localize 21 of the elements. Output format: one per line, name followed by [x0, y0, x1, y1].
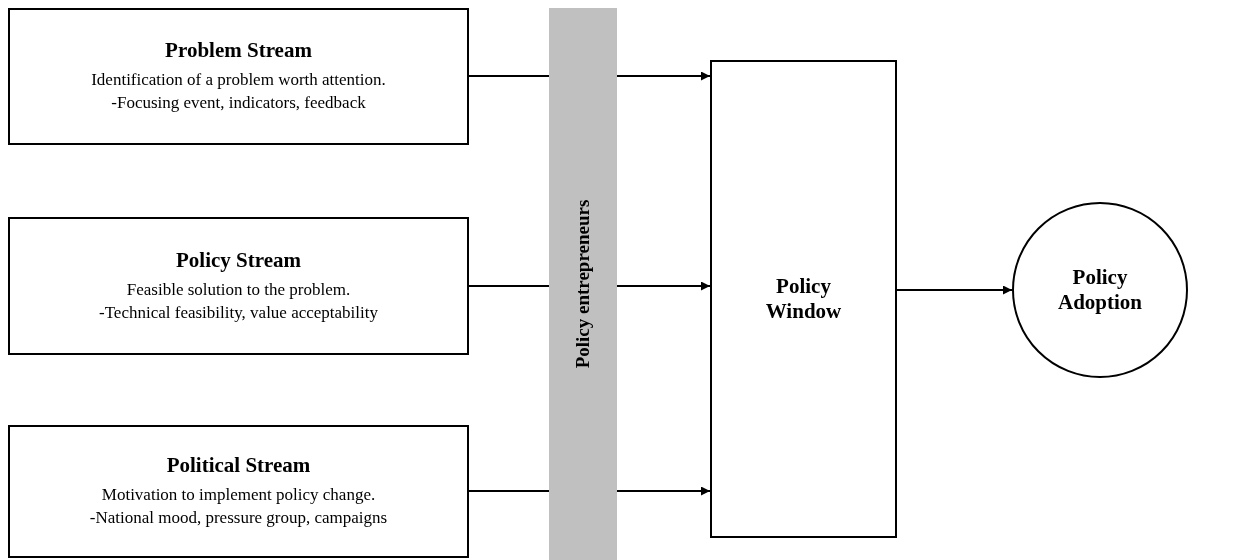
stream-box — [8, 425, 469, 558]
vertical-band — [549, 8, 617, 560]
process-box — [710, 60, 897, 538]
stream-box — [8, 217, 469, 355]
stream-description: -National mood, pressure group, campaigns — [89, 507, 388, 529]
stream-title: Political Stream — [166, 453, 311, 479]
stream-description: Motivation to implement policy change. — [101, 484, 376, 507]
stream-description: Feasible solution to the problem. — [126, 278, 351, 301]
arrow — [616, 486, 711, 496]
arrow — [616, 281, 711, 291]
stream-description: -Technical feasibility, value acceptability — [99, 301, 378, 324]
node-label: Policy Adoption — [1057, 265, 1143, 315]
arrow — [896, 285, 1013, 295]
arrow — [616, 71, 711, 81]
node-label: Policy Window — [764, 274, 843, 324]
stream-title: Policy Stream — [176, 247, 301, 273]
vertical-label: Policy entrepreneurs — [572, 199, 594, 369]
stream-box — [8, 8, 469, 145]
stream-description: -Focusing event, indicators, feedback — [111, 92, 366, 114]
stream-description: Identification of a problem worth attention. — [91, 69, 386, 92]
stream-title: Problem Stream — [165, 38, 312, 64]
